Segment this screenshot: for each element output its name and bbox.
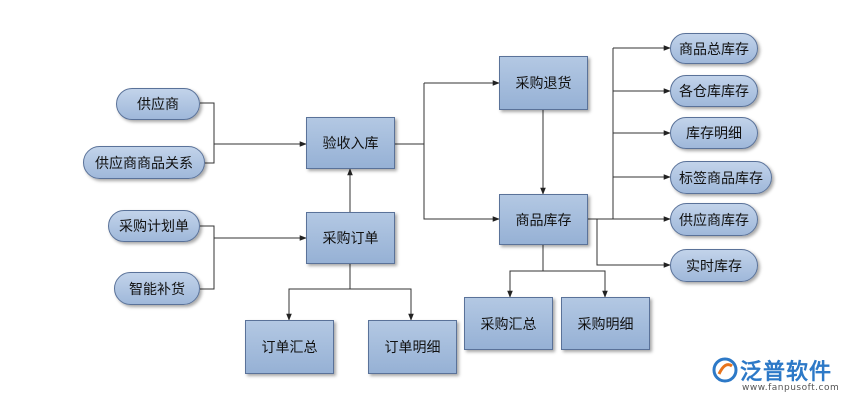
connector-plan <box>200 225 215 238</box>
node-smart-replenish: 智能补货 <box>114 272 200 305</box>
node-purchase-order: 采购订单 <box>306 212 395 264</box>
node-order-summary: 订单汇总 <box>245 320 334 374</box>
connector-to-realtime <box>596 219 671 268</box>
connector-to-stock <box>423 144 500 222</box>
node-supplier-goods: 供应商商品关系 <box>83 146 205 179</box>
node-purchase-return: 采购退货 <box>499 56 588 110</box>
node-purchase-detail: 采购明细 <box>561 297 650 350</box>
node-purchase-plan: 采购计划单 <box>108 210 200 242</box>
node-tag-stock: 标签商品库存 <box>670 161 772 194</box>
brand-logo: 泛普软件 www.fanpusoft.com <box>712 354 840 400</box>
node-purchase-summary: 采购汇总 <box>464 297 553 350</box>
node-stock-detail: 库存明细 <box>670 117 758 149</box>
logo-url: www.fanpusoft.com <box>742 383 840 393</box>
node-receiving: 验收入库 <box>306 117 395 169</box>
connector-stock-to-detail <box>543 270 608 298</box>
logo-name: 泛普软件 <box>740 360 833 385</box>
connector-supplier-goods <box>205 144 215 164</box>
connector-stock-split <box>507 245 544 298</box>
connector-order-split <box>286 264 351 321</box>
node-realtime-stock: 实时库存 <box>670 249 758 282</box>
connector-replenish <box>200 238 215 290</box>
node-supplier-stock: 供应商库存 <box>670 203 758 236</box>
node-total-stock: 商品总库存 <box>670 33 758 64</box>
connector-order-to-detail <box>350 288 414 321</box>
logo-mark-icon <box>712 357 738 383</box>
connector-supplier <box>200 102 215 144</box>
connector-receiving-trunk <box>395 83 425 145</box>
node-goods-stock: 商品库存 <box>499 194 588 245</box>
node-warehouse-stock: 各仓库库存 <box>670 75 758 107</box>
node-supplier: 供应商 <box>116 88 200 120</box>
node-order-detail: 订单明细 <box>368 320 457 374</box>
